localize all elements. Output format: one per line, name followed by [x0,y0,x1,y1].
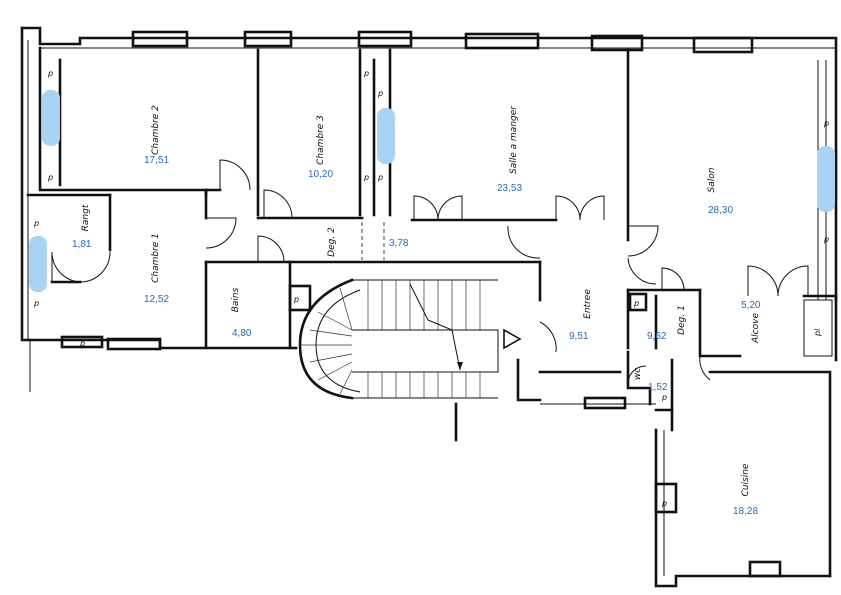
radiator-icon [817,146,835,212]
door-swing-icon [263,189,293,219]
room-name-entree: Entree [583,289,593,319]
room-name-wc: wc [633,368,643,380]
exterior-walls [20,26,838,392]
stair-arrow-icon [409,283,461,371]
room-name-salon: Salon [707,167,717,192]
interior-walls [26,46,838,588]
door-swing-icon [627,257,657,285]
area-chambre1: 12,52 [144,294,169,305]
placard-label: p [823,119,829,128]
door-swings [51,159,809,383]
door-swing-icon [507,225,541,259]
room-name-rangt: Rangt [81,204,91,231]
staircase [298,278,522,400]
placard-label: p [363,173,369,182]
room-name-chambre2: Chambre 2 [151,105,161,155]
placard-label: p [79,339,85,348]
radiators [29,90,835,292]
area-cuisine: 18,28 [733,506,758,517]
area-deg1: 9,62 [647,331,667,342]
room-names: Chambre 2 Chambre 3 Salle a manger Salon… [81,105,761,497]
area-salle: 23,53 [497,183,522,194]
door-swing-icon [79,251,111,283]
door-swing-icon [51,251,83,283]
area-salon: 28,30 [708,205,733,216]
area-chambre3: 10,20 [308,169,333,180]
area-deg2: 3,78 [389,238,409,249]
room-name-deg2: Deg. 2 [327,227,337,257]
placard-label: p [661,499,667,508]
door-swing-icon [627,225,659,257]
door-swing-icon [219,159,251,191]
door-swing-icon [257,235,285,263]
room-name-chambre3: Chambre 3 [316,115,326,165]
door-swing-icon [413,195,439,221]
door-swing-icon [627,365,647,383]
radiator-icon [29,236,47,292]
stair-landing-arrow-icon [503,328,522,350]
placard-label: p [33,299,39,308]
door-swing-icon [699,355,711,381]
door-swing-icon [661,267,685,291]
placard-label: pl [813,328,822,337]
room-name-salle: Salle a manger [509,105,519,174]
room-name-deg1: Deg. 1 [677,305,687,335]
placard-label: p [47,173,53,182]
area-wc: 1,52 [648,382,668,393]
door-swing-icon [205,217,237,249]
placard-label: p [47,69,53,78]
radiator-icon [377,108,395,164]
door-swing-icon [777,265,809,297]
placard-label: p [377,173,383,182]
area-rangt: 1,81 [72,239,92,250]
placard-label: p [363,69,369,78]
radiator-icon [42,90,60,146]
room-areas: 17,51 10,20 23,53 28,30 1,81 12,52 3,78 … [72,155,761,517]
area-bains: 4,80 [232,328,252,339]
door-swing-icon [579,195,605,221]
room-name-bains: Bains [231,287,241,312]
placard-label: p [33,219,39,228]
placard-label: p [633,299,639,308]
room-name-cuisine: Cuisine [741,463,751,496]
area-chambre2: 17,51 [144,155,169,166]
stair-treads [300,280,481,398]
placard-label: p [823,235,829,244]
room-name-alcove: Alcove [751,313,761,344]
door-swing-icon [555,195,581,221]
placard-labels: p p p p p p p p p p p p p p p pl [33,69,829,508]
door-swing-icon [437,195,463,221]
area-entree: 9,51 [569,331,589,342]
placard-label: p [293,295,299,304]
dashed-openings [361,222,385,260]
door-swing-icon [539,321,557,353]
door-swing-icon [747,265,779,297]
placard-label: p [377,89,383,98]
placard-label: p [661,393,667,402]
room-name-chambre1: Chambre 1 [151,233,161,283]
area-alcove: 5,20 [741,300,761,311]
stair-arrow-head-icon [457,362,463,370]
